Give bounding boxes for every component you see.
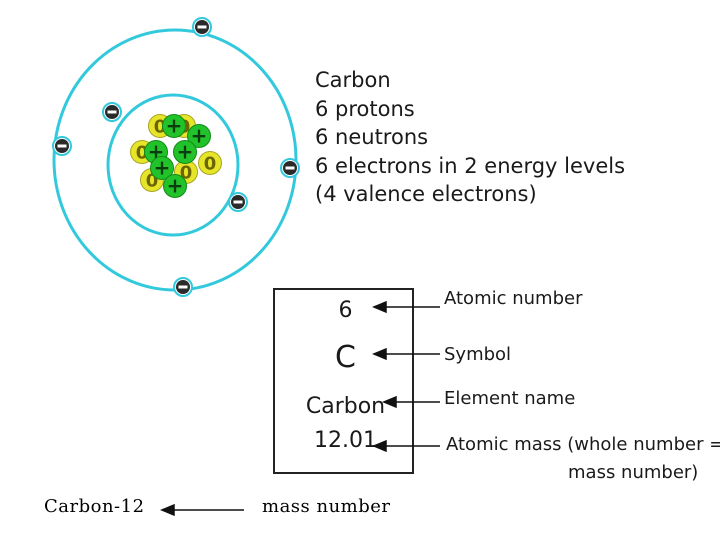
- arrowhead-atomic-mass: [372, 439, 387, 453]
- proton: +: [163, 174, 187, 198]
- svg-text:+: +: [177, 140, 194, 164]
- electron: [102, 102, 122, 122]
- info-line-electrons: 6 electrons in 2 energy levels: [315, 153, 626, 178]
- label-element-name: Element name: [444, 388, 576, 409]
- carbon-info-list: Carbon 6 protons 6 neutrons 6 electrons …: [315, 66, 625, 209]
- proton: +: [173, 140, 197, 164]
- proton: +: [162, 114, 186, 138]
- svg-text:+: +: [191, 124, 208, 148]
- label-atomic-mass: Atomic mass (whole number =: [446, 434, 720, 455]
- label-mass-number-note: mass number): [568, 462, 699, 483]
- info-line-protons: 6 protons: [315, 96, 415, 121]
- svg-text:0: 0: [204, 154, 217, 175]
- card-symbol: C: [335, 340, 356, 375]
- label-atomic-number: Atomic number: [444, 288, 583, 309]
- arrowhead-element-name: [382, 395, 397, 409]
- arrowhead-atomic-number: [372, 300, 387, 314]
- carbon-atom-model: 000000++++++: [52, 17, 300, 297]
- electrons: [52, 17, 300, 297]
- arrowhead-symbol: [372, 347, 387, 361]
- card-element-name: Carbon: [305, 394, 386, 419]
- inner-energy-level: [106, 93, 240, 237]
- info-line-element: Carbon: [315, 68, 391, 92]
- svg-text:+: +: [166, 114, 183, 138]
- isotope-name: Carbon-12: [44, 496, 145, 517]
- electron: [192, 17, 212, 37]
- card-atomic-number: 6: [338, 298, 353, 323]
- electron: [52, 136, 72, 156]
- arrowhead-mass-number: [160, 503, 175, 517]
- periodic-table-card: 6 C Carbon 12.01: [273, 288, 414, 474]
- info-line-valence: (4 valence electrons): [315, 182, 537, 206]
- card-atomic-mass: 12.01: [314, 428, 377, 453]
- proton: +: [150, 156, 174, 180]
- label-symbol: Symbol: [444, 344, 512, 365]
- neutron: 0: [198, 151, 222, 175]
- nucleus: 000000++++++: [130, 114, 222, 198]
- svg-text:+: +: [167, 174, 184, 198]
- info-line-neutrons: 6 neutrons: [315, 125, 429, 149]
- electron: [280, 158, 300, 178]
- proton: +: [187, 124, 211, 148]
- electron: [228, 192, 248, 212]
- electron: [173, 277, 193, 297]
- svg-text:+: +: [154, 156, 171, 180]
- mass-number-caption: mass number: [262, 496, 391, 517]
